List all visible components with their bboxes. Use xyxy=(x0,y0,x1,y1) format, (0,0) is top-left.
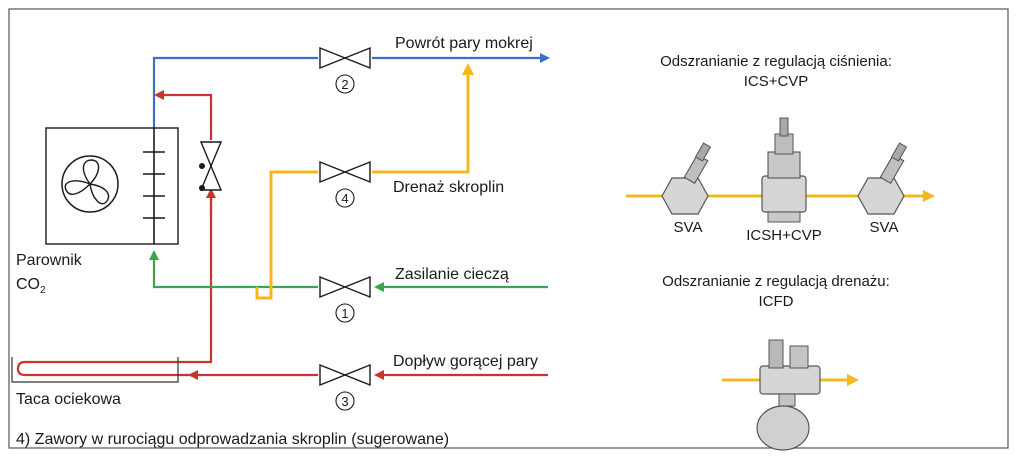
diagram-frame xyxy=(8,8,1009,449)
liquid-supply-label: Zasilanie cieczą xyxy=(395,266,509,283)
valve-4-number: 4 xyxy=(341,191,348,206)
pressure-control-assembly xyxy=(626,117,935,223)
valve-3-number: 3 xyxy=(341,394,348,409)
fan-icon xyxy=(61,155,119,213)
valve-1: 1 xyxy=(319,275,371,323)
icfd-valve-icon xyxy=(756,339,821,451)
icsh-cvp-label: ICSH+CVP xyxy=(746,227,821,244)
valve-3: 3 xyxy=(319,363,371,411)
valve-4: 4 xyxy=(319,160,371,208)
evaporator-subscript: 2 xyxy=(40,285,46,296)
sva-left-label: SVA xyxy=(674,219,703,236)
footnote: 4) Zawory w rurociągu odprowadzania skro… xyxy=(16,431,449,448)
hot-gas-supply-line xyxy=(30,188,548,380)
hot-gas-bypass-line xyxy=(154,90,213,140)
condensate-drain-label: Drenaż skroplin xyxy=(393,179,504,196)
sva-valve-left-icon xyxy=(661,142,712,215)
evaporator xyxy=(45,127,179,245)
hot-gas-supply-label: Dopływ gorącej pary xyxy=(393,353,538,370)
valve-1-number: 1 xyxy=(341,306,348,321)
wet-vapor-return-label: Powrót pary mokrej xyxy=(395,35,533,52)
liquid-supply-line xyxy=(149,250,548,292)
valve-2-number: 2 xyxy=(341,77,348,92)
drain-control-title: Odszranianie z regulacją drenażu: xyxy=(662,273,890,290)
pressure-control-title: Odszranianie z regulacją ciśnienia: xyxy=(660,53,892,70)
icfd-assembly xyxy=(722,339,859,451)
sva-valve-right-icon xyxy=(857,142,908,215)
drain-control-subtitle: ICFD xyxy=(759,293,794,310)
valve-2: 2 xyxy=(319,46,371,94)
sva-right-label: SVA xyxy=(870,219,899,236)
drip-tray xyxy=(11,357,190,383)
evaporator-label-line2: CO2 xyxy=(16,276,46,296)
evaporator-label-line1: Parownik xyxy=(16,252,83,269)
internal-vertical-valve xyxy=(199,141,223,191)
pressure-control-subtitle: ICS+CVP xyxy=(744,73,809,90)
drip-tray-label: Taca ociekowa xyxy=(16,391,121,408)
icsh-cvp-valve-icon xyxy=(761,117,807,223)
wet-vapor-return-line xyxy=(152,53,550,128)
condensate-drain-line xyxy=(255,63,474,300)
